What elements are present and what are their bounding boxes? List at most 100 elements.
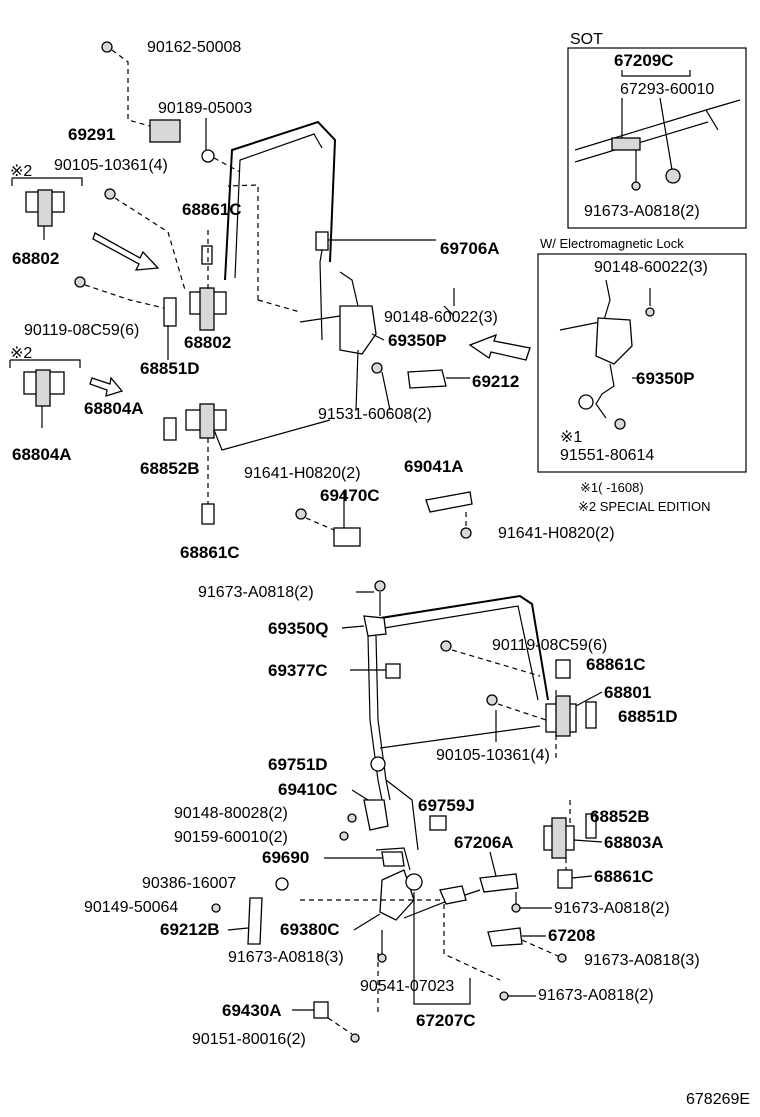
mark-type1: ※1 bbox=[560, 429, 582, 446]
upper-lock-mechanism bbox=[295, 231, 473, 547]
label-90119-08C59-top: 90119-08C59(6) bbox=[24, 322, 139, 339]
label-68802-left: 68802 bbox=[12, 249, 59, 268]
label-90189-05003: 90189-05003 bbox=[158, 100, 252, 117]
cover-68861C-lower1 bbox=[555, 659, 571, 679]
upper-hinges bbox=[163, 230, 331, 525]
em-lock-inset bbox=[537, 253, 747, 473]
label-90148-80028: 90148-80028(2) bbox=[174, 805, 288, 822]
em-labels: W/ Electromagnetic Lock 90148-60022(3) 6… bbox=[540, 236, 708, 464]
label-91673-A0818-mid: 91673-A0818(2) bbox=[554, 900, 670, 917]
label-91531-60608: 91531-60608(2) bbox=[318, 406, 432, 423]
label-69759J: 69759J bbox=[418, 796, 475, 815]
part-67207C-bracket bbox=[439, 885, 467, 905]
upper-labels: 90162-50008 90189-05003 69291 90105-1036… bbox=[10, 39, 615, 562]
label-69430A: 69430A bbox=[222, 1001, 282, 1020]
label-68851D-lower: 68851D bbox=[618, 707, 678, 726]
label-69291: 69291 bbox=[68, 125, 115, 144]
cover-68861C-mid bbox=[201, 503, 215, 525]
mark-special-top: ※2 bbox=[10, 163, 32, 180]
label-67208: 67208 bbox=[548, 926, 595, 945]
label-90148-60022-main: 90148-60022(3) bbox=[384, 309, 498, 326]
label-68803A: 68803A bbox=[604, 833, 664, 852]
label-90105-10361-lower: 90105-10361(4) bbox=[436, 747, 550, 764]
part-69212B bbox=[247, 897, 263, 945]
label-91641-H0820-b: 91641-H0820(2) bbox=[498, 525, 615, 542]
hinge-68802-pin bbox=[199, 287, 215, 331]
label-68852B-top: 68852B bbox=[140, 459, 200, 478]
label-69377C: 69377C bbox=[268, 661, 328, 680]
label-69690: 69690 bbox=[262, 848, 309, 867]
label-68804A-left: 68804A bbox=[12, 445, 72, 464]
stopper-68851D-top bbox=[163, 297, 177, 327]
part-69291 bbox=[149, 119, 181, 143]
stopper-68852B-top bbox=[163, 417, 177, 441]
upper-door-frame bbox=[224, 120, 337, 313]
part-67206A bbox=[479, 873, 519, 893]
label-69751D: 69751D bbox=[268, 755, 328, 774]
label-69470C: 69470C bbox=[320, 486, 380, 505]
rod-69706A-end bbox=[315, 231, 329, 251]
catalog-number: 678269E bbox=[686, 1091, 750, 1108]
lock-69350P bbox=[339, 305, 377, 355]
label-91641-H0820-a: 91641-H0820(2) bbox=[244, 465, 361, 482]
label-91673-A0818-3a: 91673-A0818(3) bbox=[228, 949, 344, 966]
upper-screws bbox=[74, 41, 241, 360]
part-69041A bbox=[425, 491, 473, 513]
lower-hinges bbox=[440, 640, 597, 1001]
part-67208 bbox=[487, 927, 523, 947]
part-69690 bbox=[381, 851, 405, 867]
stopper-68851D-lower bbox=[585, 701, 597, 729]
label-90386-16007: 90386-16007 bbox=[142, 875, 236, 892]
label-69706A: 69706A bbox=[440, 239, 500, 258]
label-69380C: 69380C bbox=[280, 920, 340, 939]
label-68851D-top: 68851D bbox=[140, 359, 200, 378]
label-68861C-mid: 68861C bbox=[180, 543, 240, 562]
label-91673-A0818-low: 91673-A0818(2) bbox=[538, 987, 654, 1004]
sot-clip bbox=[665, 168, 681, 184]
label-69350P-main: 69350P bbox=[388, 331, 447, 350]
label-68801: 68801 bbox=[604, 683, 651, 702]
mark-special-mid: ※2 bbox=[10, 345, 32, 362]
label-67293-60010: 67293-60010 bbox=[620, 81, 714, 98]
clip-69377C bbox=[385, 663, 401, 679]
label-91673-A0818-sot: 91673-A0818(2) bbox=[584, 203, 700, 220]
em-title: W/ Electromagnetic Lock bbox=[540, 236, 684, 251]
label-68861C-top: 68861C bbox=[182, 200, 242, 219]
label-90119-08C59-lower: 90119-08C59(6) bbox=[492, 637, 607, 654]
label-91673-A0818-3b: 91673-A0818(3) bbox=[584, 952, 700, 969]
part-69430A bbox=[313, 1001, 329, 1019]
label-68861C-lower1: 68861C bbox=[586, 655, 646, 674]
label-68852B-lower: 68852B bbox=[590, 807, 650, 826]
lower-door-frame bbox=[367, 594, 571, 830]
label-68861C-lower2: 68861C bbox=[594, 867, 654, 886]
note-special-edition: ※2 SPECIAL EDITION bbox=[578, 499, 711, 514]
part-69759J bbox=[429, 815, 447, 831]
label-90159-60010: 90159-60010(2) bbox=[174, 829, 288, 846]
label-68804A-center: 68804A bbox=[84, 399, 144, 418]
part-69470C bbox=[333, 527, 361, 547]
lower-rods bbox=[211, 580, 501, 1043]
label-69350Q: 69350Q bbox=[268, 619, 329, 638]
label-90541-07023: 90541-07023 bbox=[360, 978, 454, 995]
label-67209C: 67209C bbox=[614, 51, 674, 70]
label-69041A: 69041A bbox=[404, 457, 464, 476]
notes: ※1( -1608) ※2 SPECIAL EDITION bbox=[578, 480, 711, 514]
clip-69751D bbox=[370, 756, 386, 772]
label-91673-A0818-top: 91673-A0818(2) bbox=[198, 584, 314, 601]
cover-68861C-lower2 bbox=[557, 869, 573, 889]
label-69410C: 69410C bbox=[278, 780, 338, 799]
upper-arrows bbox=[89, 232, 531, 397]
label-90149-50064: 90149-50064 bbox=[84, 899, 178, 916]
stopper-68852B-lower bbox=[585, 813, 597, 839]
label-69212B: 69212B bbox=[160, 920, 220, 939]
em-lock-69350P bbox=[595, 317, 633, 365]
label-91551-80614: 91551-80614 bbox=[560, 447, 654, 464]
label-69350P-em: 69350P bbox=[636, 369, 695, 388]
label-67206A: 67206A bbox=[454, 833, 514, 852]
cover-68861C-top bbox=[201, 245, 213, 265]
handle-69212 bbox=[407, 369, 447, 389]
sot-labels: SOT 67209C 67293-60010 91673-A0818(2) bbox=[570, 31, 714, 220]
hinge-68804A-pin bbox=[199, 403, 215, 439]
